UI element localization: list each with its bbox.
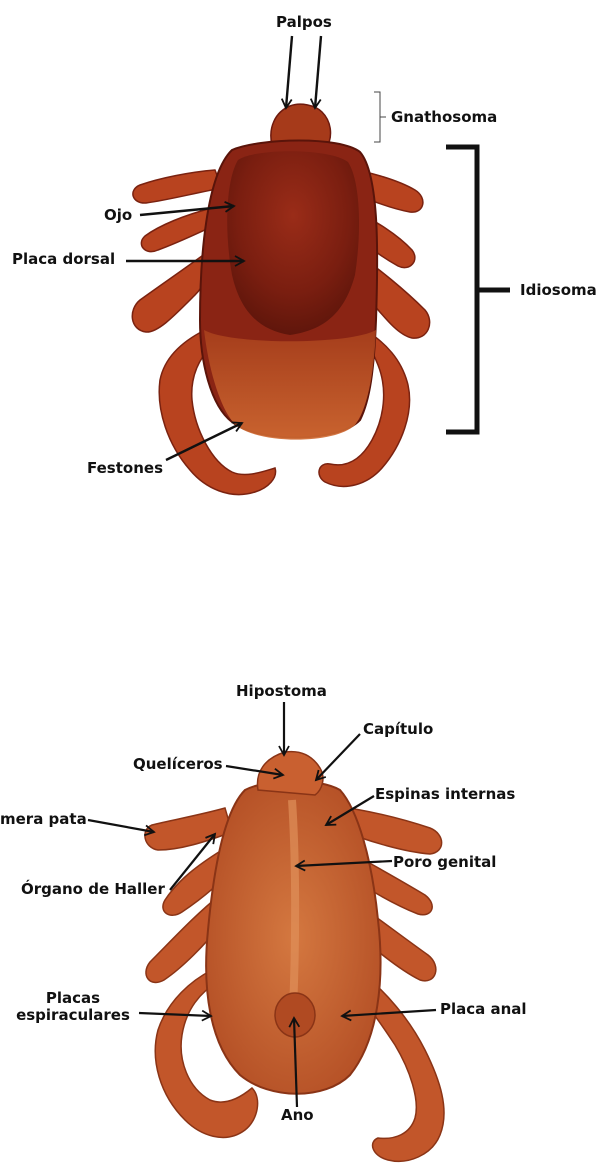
- palpos-arrow-right: [315, 36, 321, 108]
- label-placa-dorsal: Placa dorsal: [12, 252, 115, 267]
- label-placas-line1: Placas: [46, 989, 100, 1007]
- placas-espiraculares-arrow: [139, 1013, 211, 1016]
- label-placa-anal: Placa anal: [440, 1002, 527, 1017]
- label-palpos: Palpos: [276, 15, 332, 30]
- label-organo-haller: Órgano de Haller: [21, 882, 165, 897]
- dorsal-shield-shape: [227, 151, 359, 335]
- label-placas-line2: espiraculares: [16, 1006, 130, 1024]
- label-espinas-internas: Espinas internas: [375, 787, 515, 802]
- primera-pata-arrow: [88, 820, 154, 832]
- dorsal-body: [200, 141, 377, 440]
- label-hipostoma: Hipostoma: [236, 684, 327, 699]
- label-ano: Ano: [281, 1108, 314, 1123]
- label-gnathosoma: Gnathosoma: [391, 110, 497, 125]
- genital-groove: [292, 800, 295, 1010]
- label-placas-espiraculares: Placas espiraculares: [14, 990, 132, 1025]
- capitulo-arrow: [316, 734, 360, 780]
- idiosoma-bracket: [446, 147, 510, 432]
- label-poro-genital: Poro genital: [393, 855, 496, 870]
- label-queliceros: Quelíceros: [133, 757, 223, 772]
- label-capitulo: Capítulo: [363, 722, 433, 737]
- gnathosoma-bracket: [374, 92, 386, 142]
- label-festones: Festones: [87, 461, 163, 476]
- label-primera-pata: mera pata: [0, 812, 87, 827]
- dorsal-tick: [126, 36, 510, 495]
- label-idiosoma: Idiosoma: [520, 283, 597, 298]
- label-ojo: Ojo: [104, 208, 132, 223]
- palpos-arrow-left: [286, 36, 292, 108]
